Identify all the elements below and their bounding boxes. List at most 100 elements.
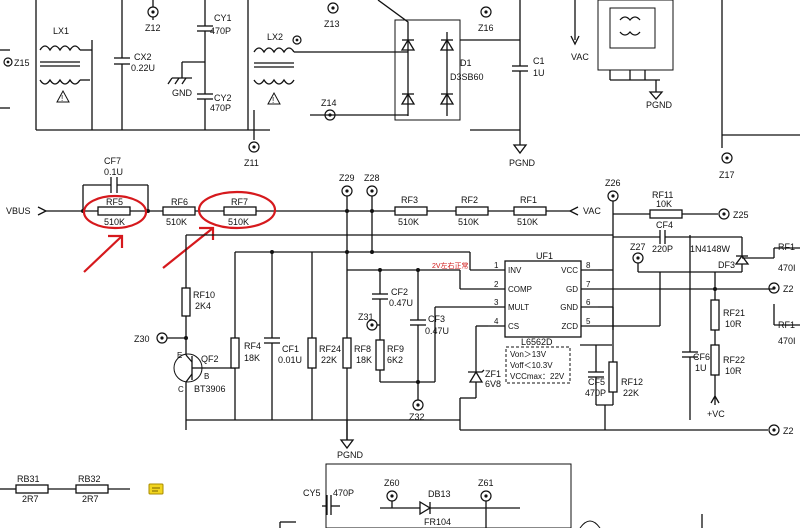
d1-bridge-rectifier: D1 D3SB60 [360, 0, 484, 121]
ic-pin-label: GD [566, 285, 578, 294]
ic-pin-label: MULT [508, 303, 529, 312]
cf3-capacitor: CF3 0.47U [410, 270, 449, 400]
cy-capacitors: CY1 470P CY2 470P GND [167, 0, 232, 130]
ic-pin-number: 7 [586, 280, 591, 289]
d1-value: D3SB60 [450, 72, 484, 82]
z13-label: Z13 [324, 19, 340, 29]
pgnd-tr-label: PGND [646, 100, 673, 110]
zf1-zener: ZF1 6V8 [468, 369, 501, 398]
rf24-resistor: RF24 22K [307, 252, 341, 420]
rf10-resistor: RF10 2K4 [181, 287, 215, 355]
cf7-name: CF7 [104, 156, 121, 166]
rf22-resistor: RF22 10R +VC [707, 344, 745, 419]
rf1-name: RF1 [520, 195, 537, 205]
cy1-value: 470P [210, 26, 231, 36]
db13-name: DB13 [428, 489, 451, 499]
cf1-name: CF1 [282, 344, 299, 354]
rf21-resistor: RF21 10R [710, 299, 745, 345]
rf1-value: 510K [517, 217, 538, 227]
vac-top-label: VAC [571, 52, 589, 62]
pfc-section: VBUS CF7 0.1U RF5 510K RF6 510K [6, 156, 800, 460]
qf2-transistor: E B C QF2 BT3906 [173, 351, 235, 430]
z28-label: Z28 [364, 173, 380, 183]
rf12-name: RF12 [621, 377, 643, 387]
rf2-name: RF2 [461, 195, 478, 205]
rf4-name: RF4 [244, 341, 261, 351]
rb32-value: 2R7 [82, 494, 99, 504]
rf6-resistor: RF6 510K [162, 197, 224, 227]
zf1-name: ZF1 [485, 369, 501, 379]
v470a-label: 470I [778, 263, 796, 273]
comment-icon[interactable] [148, 483, 164, 495]
rf3-resistor: RF3 510K [394, 195, 456, 227]
rf24-name: RF24 [319, 344, 341, 354]
z31-label: Z31 [358, 312, 374, 322]
rf9-resistor: RF9 6K2 [375, 320, 418, 383]
top-section: Z15 LX1 ! Z12 CX2 0.22U [0, 0, 800, 180]
rf11-value: 10K [656, 199, 672, 209]
df3-diode: 1N4148W DF3 RF1 470I [690, 237, 800, 273]
rf4-value: 18K [244, 353, 260, 363]
z30-label: Z30 [134, 334, 150, 344]
zf1-value: 6V8 [485, 379, 501, 389]
cy2-value: 470P [210, 103, 231, 113]
ic-pin-number: 6 [586, 298, 591, 307]
db13-value: FR104 [424, 517, 451, 527]
z15-label: Z15 [14, 58, 30, 68]
rf11-name: RF11 [652, 190, 673, 200]
pgnd-top-label: PGND [509, 158, 536, 168]
lx2-label: LX2 [267, 32, 283, 42]
lx2-inductor: LX2 ! Z11 [244, 32, 310, 168]
z32-label: Z32 [409, 412, 425, 422]
cy5-capacitor: CY5 470P [303, 488, 354, 515]
ic-pin-label: INV [508, 266, 522, 275]
rb31-resistor: RB31 2R7 [0, 474, 76, 504]
cx2-name: CX2 [134, 52, 152, 62]
vc-label: +VC [707, 409, 725, 419]
cf6-name: CF6 [693, 352, 710, 362]
c1-name: C1 [533, 56, 545, 66]
spec-voff: Voff＜10.3V [510, 361, 553, 370]
svg-text:!: ! [272, 96, 274, 105]
ic-pin-label: CS [508, 322, 519, 331]
rb32-name: RB32 [78, 474, 101, 484]
cf4-capacitor: CF4 220P [613, 220, 742, 254]
cx2-value: 0.22U [131, 63, 155, 73]
rf9-value: 6K2 [387, 355, 403, 365]
cf7-value: 0.1U [104, 167, 123, 177]
rf22-name: RF22 [723, 355, 745, 365]
v470b-label: 470I [778, 336, 796, 346]
rf7-highlight [197, 190, 277, 230]
ic-pin-number: 5 [586, 317, 591, 326]
z2b-label: Z2 [783, 426, 794, 436]
rb31-name: RB31 [17, 474, 40, 484]
cf2-capacitor: CF2 0.47U [372, 270, 413, 320]
rf22-value: 10R [725, 366, 742, 376]
spec-von: Von＞13V [510, 350, 547, 359]
vbus-label: VBUS [6, 206, 31, 216]
rf6-name: RF6 [171, 197, 188, 207]
cf3-name: CF3 [428, 314, 445, 324]
db13-diode: DB13 FR104 [419, 489, 480, 527]
ic-pin-label: VCC [561, 266, 578, 275]
cf2-name: CF2 [391, 287, 408, 297]
cy2-name: CY2 [214, 93, 232, 103]
cf5-capacitor: CF5 470P [585, 371, 606, 405]
gnd-label: GND [172, 88, 193, 98]
cf1-capacitor: CF1 0.01U [264, 337, 302, 420]
cf6-capacitor: CF6 1U [682, 235, 710, 420]
rf2-resistor: RF2 510K [455, 195, 514, 227]
z25-label: Z25 [733, 210, 749, 220]
z26-label: Z26 [605, 178, 621, 188]
rf6-value: 510K [166, 217, 187, 227]
rf3-value: 510K [398, 217, 419, 227]
rf7-resistor: RF7 510K [197, 190, 395, 230]
z16-label: Z16 [478, 23, 494, 33]
z12-label: Z12 [145, 23, 161, 33]
cy5-value: 470P [333, 488, 354, 498]
rf11-resistor: RF11 10K Z25 [649, 190, 749, 220]
red-note: 2V左右正常 [432, 261, 469, 270]
cf1-value: 0.01U [278, 355, 302, 365]
bottom-section: RB31 2R7 RB32 2R7 CY5 470P [0, 463, 703, 528]
